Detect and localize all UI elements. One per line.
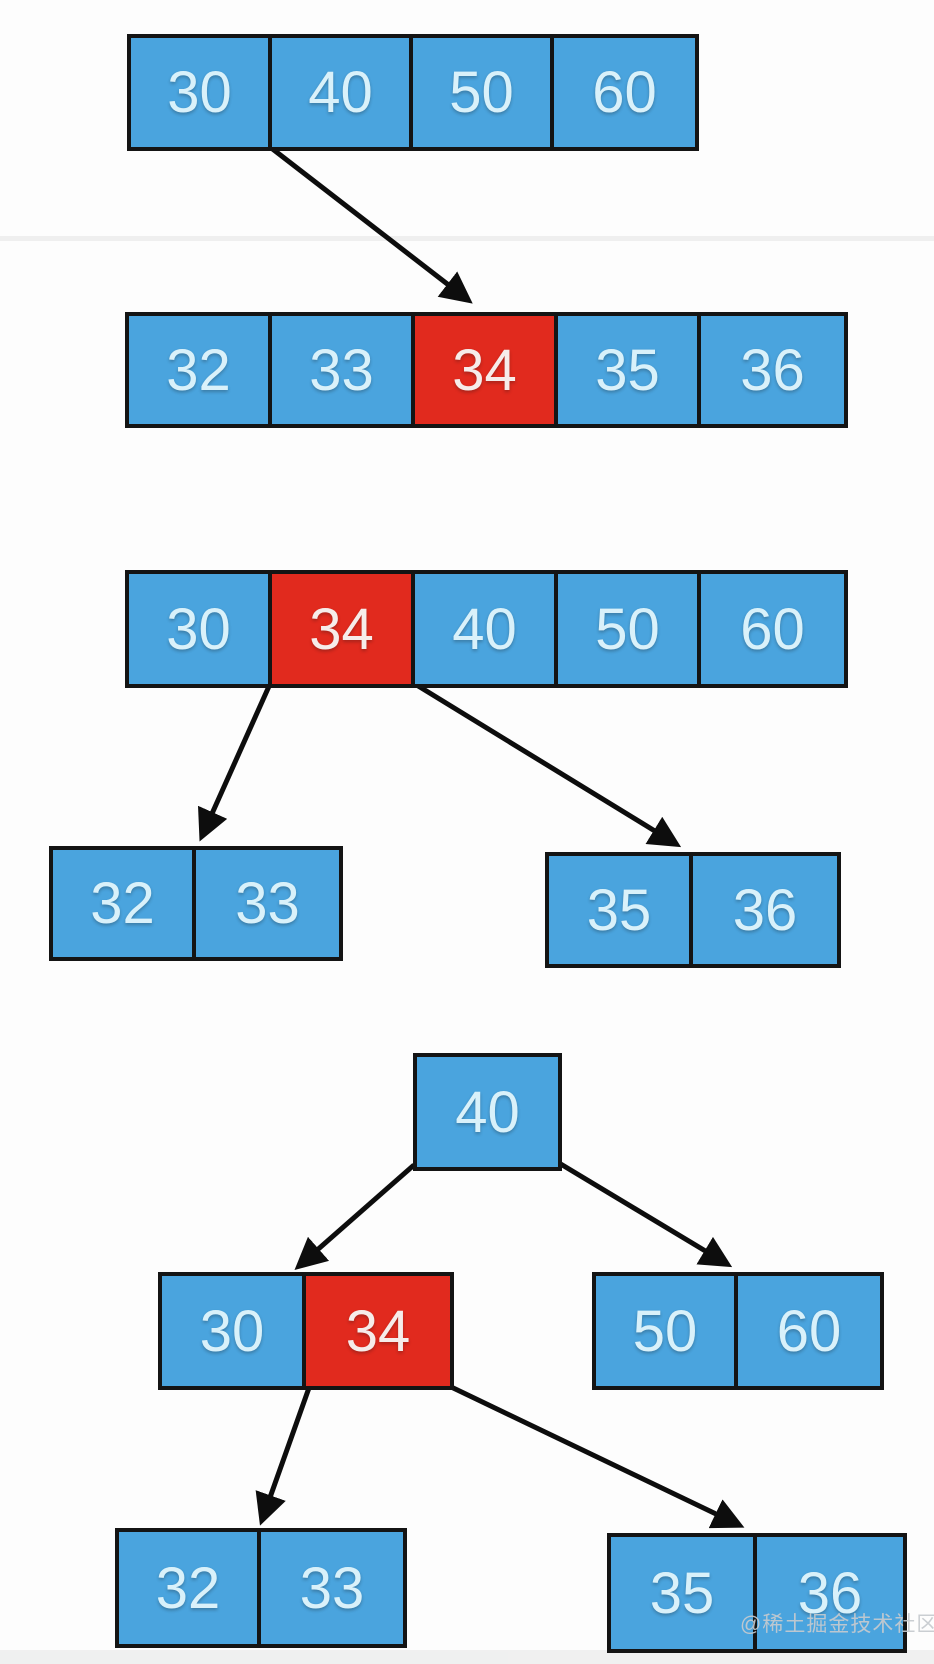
cell-32: 32 <box>53 850 196 957</box>
cell-32: 32 <box>119 1532 261 1644</box>
cell-36: 36 <box>693 856 837 964</box>
cell-30: 30 <box>131 38 272 147</box>
cell-33: 33 <box>261 1532 403 1644</box>
cell-30: 30 <box>129 574 272 684</box>
cell-50: 50 <box>596 1276 738 1386</box>
cell-40: 40 <box>272 38 413 147</box>
cell-36: 36 <box>701 316 844 424</box>
arrow-node-left <box>255 1384 313 1526</box>
arrow-insert-34 <box>268 145 473 304</box>
cell-32: 32 <box>129 316 272 424</box>
cell-50: 50 <box>558 574 701 684</box>
cell-35: 35 <box>549 856 693 964</box>
cell-34-highlighted: 34 <box>415 316 558 424</box>
cell-40: 40 <box>415 574 558 684</box>
arrow-root-left <box>294 1163 416 1270</box>
background-band <box>0 236 934 241</box>
arrow-node-right <box>445 1382 745 1529</box>
cell-60: 60 <box>701 574 844 684</box>
cell-33: 33 <box>272 316 415 424</box>
watermark: @稀土掘金技术社区 <box>740 1613 934 1636</box>
cell-60: 60 <box>554 38 695 147</box>
cell-35: 35 <box>611 1537 757 1649</box>
cell-50: 50 <box>413 38 554 147</box>
node-tree-root: 40 <box>413 1053 562 1171</box>
arrow-split-right <box>413 681 682 848</box>
cell-33: 33 <box>196 850 339 957</box>
cell-60: 60 <box>738 1276 880 1386</box>
arrow-root-right <box>557 1160 733 1268</box>
cell-36: 36 <box>757 1537 903 1649</box>
cell-35: 35 <box>558 316 701 424</box>
cell-30: 30 <box>162 1276 306 1386</box>
cell-34-highlighted: 34 <box>272 574 415 684</box>
arrow-split-left <box>198 682 273 842</box>
cell-34-highlighted: 34 <box>306 1276 450 1386</box>
cell-40: 40 <box>417 1057 558 1167</box>
